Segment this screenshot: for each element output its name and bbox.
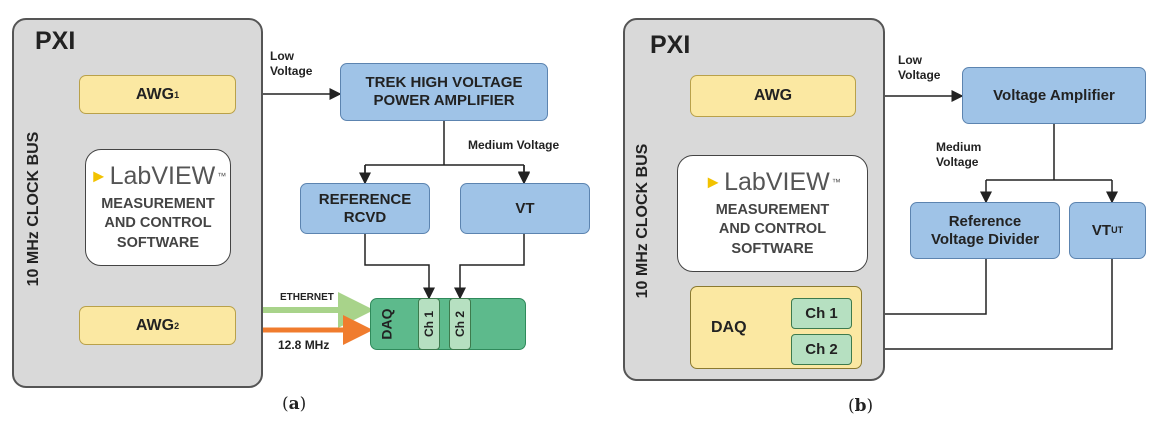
low-voltage-label-b: Low Voltage — [898, 53, 941, 82]
reference-rcvd-box: REFERENCE RCVD — [300, 183, 430, 234]
labview-arrow-icon: ► — [89, 165, 108, 186]
awg1-subscript: 1 — [174, 89, 180, 100]
medium-voltage-label-b: Medium Voltage — [936, 140, 982, 169]
ch1-box-a: Ch 1 — [418, 298, 440, 350]
trek-amplifier-box: TREK HIGH VOLTAGE POWER AMPLIFIER — [340, 63, 548, 121]
ethernet-label: ETHERNET — [280, 292, 334, 303]
ch1-box-b: Ch 1 — [791, 298, 852, 329]
voltage-amplifier-box: Voltage Amplifier — [962, 67, 1146, 124]
ch2-box-a: Ch 2 — [449, 298, 471, 350]
caption-a: (a) — [282, 394, 307, 414]
clock-bus-label-a: 10 MHz CLOCK BUS — [25, 131, 42, 287]
vt-to-ch2-line — [454, 234, 525, 300]
awg2-label: AWG — [135, 316, 175, 334]
clock-bus-label-b: 10 MHz CLOCK BUS — [634, 143, 651, 299]
vt-ut-subscript: UT — [1111, 225, 1124, 236]
vt-to-ch2-b-line — [854, 259, 1113, 355]
ref-to-ch1-b-line — [854, 259, 987, 320]
daq-label-a: DAQ — [378, 308, 395, 340]
amp-to-dividers-line — [986, 124, 1112, 181]
caption-b: (b) — [848, 396, 874, 416]
medium-voltage-label-a: Medium Voltage — [468, 138, 560, 152]
awg1-label: AWG — [135, 85, 175, 103]
labview-arrow-icon-b: ► — [704, 171, 723, 192]
vt-ut-label: VT — [1091, 221, 1112, 239]
labview-caption-b: MEASUREMENT AND CONTROL SOFTWARE — [715, 201, 830, 257]
awg-box-b: AWG — [690, 75, 856, 117]
ref-to-ch1-line — [364, 234, 435, 300]
pxi-label-a: PXI — [35, 27, 76, 55]
daq-label-b: DAQ — [711, 318, 747, 336]
pxi-label-b: PXI — [650, 31, 691, 59]
reference-voltage-divider-box: Reference Voltage Divider — [910, 202, 1060, 259]
awg2-subscript: 2 — [174, 320, 180, 331]
labview-caption-a: MEASUREMENT AND CONTROL SOFTWARE — [101, 195, 215, 251]
trek-to-dividers-line — [364, 121, 524, 182]
freq-label: 12.8 MHz — [278, 338, 330, 352]
low-voltage-label-a: Low Voltage — [270, 49, 313, 78]
daq-box-a — [370, 298, 526, 350]
vt-box-a: VT — [460, 183, 590, 234]
ch2-box-b: Ch 2 — [791, 334, 852, 365]
